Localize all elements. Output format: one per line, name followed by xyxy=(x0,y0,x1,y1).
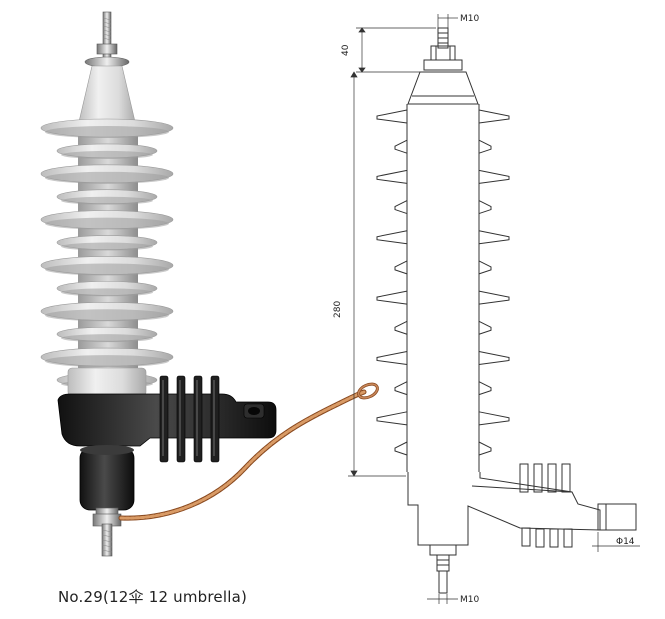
dimension-lines xyxy=(348,14,640,604)
figure-caption: No.29(12伞 12 umbrella) xyxy=(58,588,248,606)
drawing-base xyxy=(407,472,601,546)
drawing-shed xyxy=(394,381,492,396)
housing-bottom xyxy=(67,367,147,397)
dim-top-thread: M10 xyxy=(460,14,479,24)
drawing-shed xyxy=(376,169,510,184)
shed-shadow xyxy=(45,126,169,138)
arrester-photo xyxy=(40,11,379,557)
shed-shadow xyxy=(45,217,169,230)
disconnector xyxy=(79,447,135,511)
drawing-shed xyxy=(376,230,510,245)
copper-ground-lead xyxy=(118,382,379,521)
drawing-fins-up xyxy=(519,463,571,493)
drawing-bottom-stud xyxy=(436,554,450,572)
drawing-shed xyxy=(394,441,492,456)
sheds-group xyxy=(40,118,174,388)
shed-shadow xyxy=(61,334,153,343)
dim-hole-diameter: Φ14 xyxy=(616,537,635,547)
drawing-shed xyxy=(394,139,492,154)
top-cap xyxy=(77,65,137,127)
drawing-fins-down xyxy=(521,527,573,548)
drawing-shed xyxy=(376,350,510,365)
dim-top-height: 40 xyxy=(341,44,351,56)
technical-drawing xyxy=(376,27,637,594)
shed-shadow xyxy=(61,242,153,251)
shed-shadow xyxy=(45,355,169,368)
drawing-shed xyxy=(394,320,492,335)
shed-shadow xyxy=(61,288,153,297)
shed-shadow xyxy=(45,171,169,184)
drawing-end-clamp xyxy=(597,503,637,531)
drawing-shed xyxy=(376,290,510,305)
top-nut xyxy=(96,43,118,55)
drawing-shed xyxy=(394,260,492,275)
drawing-shed xyxy=(394,200,492,215)
drawing-sheds xyxy=(376,109,510,456)
shed-shadow xyxy=(61,196,153,205)
shed-shadow xyxy=(45,263,169,276)
dim-body-height: 280 xyxy=(333,301,343,318)
drawing-shed xyxy=(376,109,510,124)
drawing-shed xyxy=(376,411,510,426)
shed-shadow xyxy=(45,309,169,322)
shed-shadow xyxy=(61,150,153,159)
top-washer xyxy=(84,56,130,68)
dim-bottom-thread: M10 xyxy=(460,595,479,605)
drawing-top-cap xyxy=(407,71,479,105)
